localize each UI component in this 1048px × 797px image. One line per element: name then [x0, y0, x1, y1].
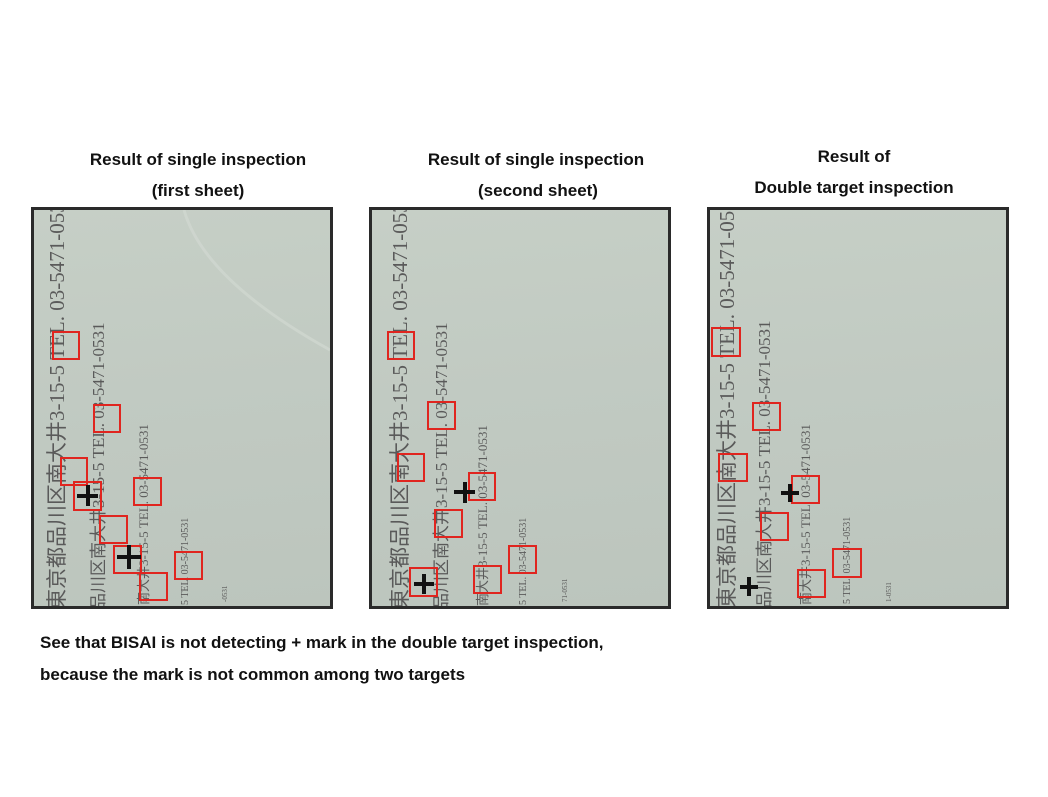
defect-box — [409, 567, 438, 597]
printed-line-4: 5 TEL. 03-5471-0531 — [518, 518, 529, 605]
defect-box — [52, 331, 80, 360]
panel-title-line1: Result of single inspection — [89, 150, 307, 169]
panel-title-line2: (second sheet) — [478, 181, 598, 200]
printed-line-4: 5 TEL. 03-5471-0531 — [180, 518, 191, 605]
defect-box — [752, 402, 781, 431]
panel-title-double-target: Result of Double target inspection — [704, 141, 1004, 203]
inspection-image-double-target: 東京都品川区南大井3-15-5 TEL. 03-5471-0531 品川区南大井… — [707, 207, 1009, 609]
defect-box — [434, 509, 463, 538]
plus-mark-icon — [117, 545, 141, 569]
defect-box — [711, 327, 741, 357]
defect-box — [397, 453, 425, 482]
printed-line-1: 東京都品川区南大井3-15-5 TEL. 03-5471-0531 — [715, 210, 739, 606]
printed-line-3: 南大井3-15-5 TEL. 03-5471-0531 — [136, 424, 151, 605]
printed-line-5: -0531 — [221, 585, 229, 602]
panel-title-line1: Result of single inspection — [427, 150, 645, 169]
defect-box — [760, 512, 789, 541]
explanation-line-2: because the mark is not common among two… — [40, 665, 466, 684]
defect-box — [133, 477, 162, 506]
plus-mark-icon — [77, 485, 98, 506]
defect-box — [718, 453, 748, 482]
panel-title-first-sheet: Result of single inspection (first sheet… — [48, 144, 348, 206]
defect-box — [508, 545, 537, 574]
explanation-line-1: See that BISAI is not detecting + mark i… — [40, 633, 604, 652]
plus-mark-icon — [781, 484, 799, 502]
panel-title-line1: Result of — [817, 147, 891, 166]
defect-box — [99, 515, 128, 544]
inspection-image-svg: 東京都品川区南大井3-15-5 TEL. 03-5471-0531 品川区南大井… — [711, 210, 893, 606]
printed-line-2: 品川区南大井3-15-5 TEL. 03-5471-0531 — [89, 322, 108, 606]
printed-line-4: 5 TEL. 03-5471-0531 — [842, 517, 853, 604]
printed-line-5: 1-0531 — [885, 582, 893, 602]
defect-box — [797, 569, 826, 598]
defect-box — [473, 565, 502, 594]
panel-title-line2: Double target inspection — [754, 178, 954, 197]
printed-line-2: 品川区南大井3-15-5 TEL. 03-5471-0531 — [755, 320, 774, 606]
printed-line-1: 東京都品川区南大井3-15-5 TEL. 03-5471-0531 — [45, 210, 69, 606]
inspection-image-second-sheet: 東京都品川区南大井3-15-5 TEL. 03-5471-0531 品川区南大井… — [369, 207, 671, 609]
inspection-image-first-sheet: 東京都品川区南大井3-15-5 TEL. 03-5471-0531 品川区南大井… — [31, 207, 333, 609]
defect-box — [93, 404, 121, 433]
printed-line-1: 東京都品川区南大井3-15-5 TEL. 03-5471-0531 — [388, 210, 412, 606]
plus-mark-icon — [454, 482, 475, 503]
defect-box — [139, 572, 168, 601]
panel-title-second-sheet: Result of single inspection (second shee… — [386, 144, 686, 206]
panel-title-line2: (first sheet) — [151, 181, 245, 200]
defect-box — [427, 401, 456, 430]
printed-line-5: 71-0531 — [561, 578, 569, 602]
printed-line-2: 品川区南大井3-15-5 TEL. 03-5471-0531 — [432, 322, 451, 606]
defect-box — [387, 331, 415, 360]
printed-line-3: 南大井3-15-5 TEL. 03-5471-0531 — [475, 425, 490, 606]
plus-mark-icon — [740, 577, 758, 596]
inspection-image-svg: 東京都品川区南大井3-15-5 TEL. 03-5471-0531 品川区南大井… — [387, 210, 569, 606]
defect-box — [468, 472, 496, 501]
plus-mark-icon — [414, 574, 434, 594]
inspection-image-svg: 東京都品川区南大井3-15-5 TEL. 03-5471-0531 品川区南大井… — [45, 210, 330, 606]
defect-box — [832, 548, 862, 578]
defect-box — [73, 481, 102, 511]
defect-box — [174, 551, 203, 580]
explanation-note: See that BISAI is not detecting + mark i… — [40, 627, 740, 691]
printed-line-3: 南大井3-15-5 TEL. 03-5471-0531 — [798, 424, 813, 605]
